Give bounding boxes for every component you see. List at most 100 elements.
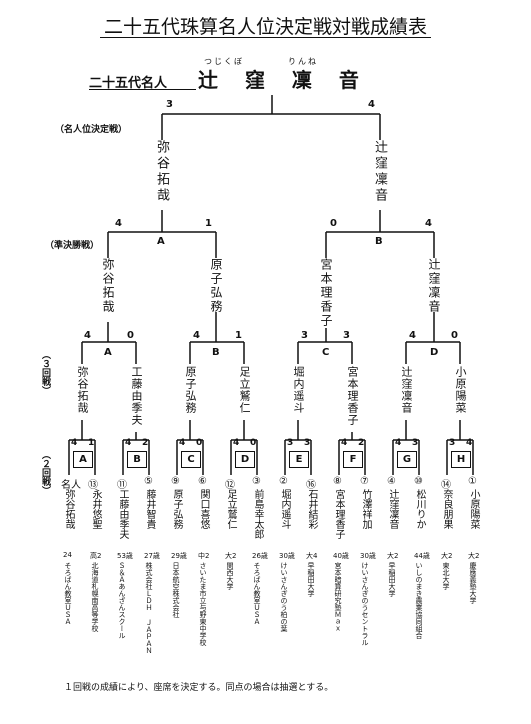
r3-c-left-name: 堀内遥斗 bbox=[292, 366, 305, 414]
semi-b-left-name: 宮本理香子 bbox=[319, 258, 333, 328]
player-seed: ⑭ bbox=[441, 480, 451, 491]
player-name: 小原陽菜 bbox=[468, 489, 479, 529]
player-affiliation: 日本航空株式会社 bbox=[172, 562, 180, 618]
r2-a-label: A bbox=[73, 451, 93, 468]
player-grade: 30歳 bbox=[360, 552, 376, 560]
player-seed: ⑧ bbox=[333, 476, 342, 487]
player-seed: 名人 bbox=[61, 480, 81, 491]
semi-a-left-name: 弥谷拓哉 bbox=[101, 258, 115, 314]
r3-a-right-name: 工藤由季夫 bbox=[130, 366, 143, 426]
player-name: 関口喜悠 bbox=[198, 489, 209, 529]
champion-ruby-family: つじくぼ bbox=[204, 57, 244, 66]
player-seed: ⑤ bbox=[144, 476, 153, 487]
player-grade: 40歳 bbox=[333, 552, 349, 560]
player-affiliation: 関西大学 bbox=[226, 562, 234, 590]
player-grade: 27歳 bbox=[144, 552, 160, 560]
player-seed: ② bbox=[279, 476, 288, 487]
semi-b-label: B bbox=[375, 236, 383, 247]
semi-a-label: A bbox=[157, 236, 165, 247]
player-seed: ⑦ bbox=[360, 476, 369, 487]
r2-c-score-right: 0 bbox=[196, 438, 203, 448]
final-left-name: 弥谷拓哉 bbox=[154, 140, 169, 204]
final-right-name: 辻窪凜音 bbox=[372, 140, 387, 204]
r2-round-label: （２回戦） bbox=[40, 450, 50, 495]
player-affiliation: 東北大学 bbox=[442, 562, 450, 590]
r3-b-left-name: 原子弘務 bbox=[184, 366, 197, 414]
player-affiliation: けいさんぎのう柏の葉 bbox=[280, 562, 288, 632]
player-seed: ⑬ bbox=[88, 480, 98, 491]
player-grade: 30歳 bbox=[279, 552, 295, 560]
r3-d-right-name: 小原陽菜 bbox=[454, 366, 467, 414]
semi-round-label: （準決勝戦） bbox=[45, 241, 100, 251]
r2-b-label: B bbox=[127, 451, 147, 468]
champion-label-underline bbox=[89, 89, 196, 90]
player-name: 松川りか bbox=[414, 489, 425, 529]
r2-h-score-right: 4 bbox=[466, 438, 473, 448]
semi-b-score-right: 4 bbox=[425, 218, 432, 229]
player-affiliation: Ｓ＆Ａあんざんスクール bbox=[118, 562, 126, 639]
player-seed: ⑪ bbox=[117, 480, 127, 491]
r2-e-score-left: 3 bbox=[287, 438, 294, 448]
player-affiliation: 慶應義塾大学 bbox=[469, 562, 477, 604]
title-underline bbox=[100, 37, 431, 38]
r2-d-score-left: 4 bbox=[233, 438, 240, 448]
player-affiliation: いしのまき農業協同組合 bbox=[415, 562, 423, 639]
r2-c-score-left: 4 bbox=[179, 438, 186, 448]
player-name: 竹澤祥加 bbox=[360, 489, 371, 529]
r3-a-score-right: 0 bbox=[127, 330, 134, 341]
player-grade: 大2 bbox=[441, 552, 453, 560]
final-score-left: 3 bbox=[166, 99, 173, 110]
r2-d-score-right: 0 bbox=[250, 438, 257, 448]
player-seed: ④ bbox=[387, 476, 396, 487]
r2-g-score-right: 3 bbox=[412, 438, 419, 448]
player-affiliation: 早稲田大学 bbox=[388, 562, 396, 597]
r3-round-label: （３回戦） bbox=[40, 350, 50, 395]
player-seed: ⑯ bbox=[306, 480, 316, 491]
r3-d-score-left: 4 bbox=[409, 330, 416, 341]
r2-f-score-right: 2 bbox=[358, 438, 365, 448]
footer-note: １回戦の成績により、座席を決定する。同点の場合は抽選とする。 bbox=[64, 683, 334, 693]
r2-f-score-left: 4 bbox=[341, 438, 348, 448]
r3-b-score-right: 1 bbox=[235, 330, 242, 341]
player-name: 宮本理香子 bbox=[333, 489, 344, 539]
r2-a-score-left: 4 bbox=[71, 438, 78, 448]
r3-a-score-left: 4 bbox=[84, 330, 91, 341]
page-title: 二十五代珠算名人位決定戦対戦成績表 bbox=[103, 16, 427, 38]
player-grade: 大2 bbox=[387, 552, 399, 560]
r3-c-score-left: 3 bbox=[301, 330, 308, 341]
semi-b-score-left: 0 bbox=[330, 218, 337, 229]
player-name: 石井結彩 bbox=[306, 489, 317, 529]
semi-b-right-name: 辻窪凜音 bbox=[427, 258, 441, 314]
champion-name: 辻 窪 凜 音 bbox=[198, 68, 369, 92]
r2-b-score-left: 4 bbox=[125, 438, 132, 448]
champion-label: 二十五代名人 bbox=[89, 76, 168, 91]
semi-a-score-right: 1 bbox=[205, 218, 212, 229]
r3-d-left-name: 辻窪凜音 bbox=[400, 366, 413, 414]
player-name: 工藤由季夫 bbox=[117, 489, 128, 539]
player-grade: 53歳 bbox=[117, 552, 133, 560]
r2-h-label: H bbox=[451, 451, 471, 468]
r2-g-score-left: 4 bbox=[395, 438, 402, 448]
r2-h-score-left: 3 bbox=[449, 438, 456, 448]
player-seed: ⑨ bbox=[171, 476, 180, 487]
player-seed: ⑩ bbox=[414, 476, 423, 487]
player-grade: 44歳 bbox=[414, 552, 430, 560]
player-grade: 大2 bbox=[468, 552, 480, 560]
player-name: 足立鷲仁 bbox=[225, 489, 236, 529]
player-name: 弥谷拓哉 bbox=[63, 489, 74, 529]
r2-c-label: C bbox=[181, 451, 201, 468]
player-grade: 高2 bbox=[90, 552, 102, 560]
player-grade: 29歳 bbox=[171, 552, 187, 560]
player-name: 永井悠聖 bbox=[90, 489, 101, 529]
r3-b-right-name: 足立鷲仁 bbox=[238, 366, 251, 414]
player-name: 前島幸太郎 bbox=[252, 489, 263, 539]
player-grade: 中2 bbox=[198, 552, 210, 560]
player-seed: ③ bbox=[252, 476, 261, 487]
champion-ruby-given: りんね bbox=[288, 57, 318, 66]
r2-f-label: F bbox=[343, 451, 363, 468]
player-grade: 大2 bbox=[225, 552, 237, 560]
r3-c-label: C bbox=[322, 347, 330, 358]
r3-d-label: D bbox=[430, 347, 439, 358]
r2-d-label: D bbox=[235, 451, 255, 468]
player-affiliation: さいたま市立与野東中学校 bbox=[199, 562, 207, 646]
